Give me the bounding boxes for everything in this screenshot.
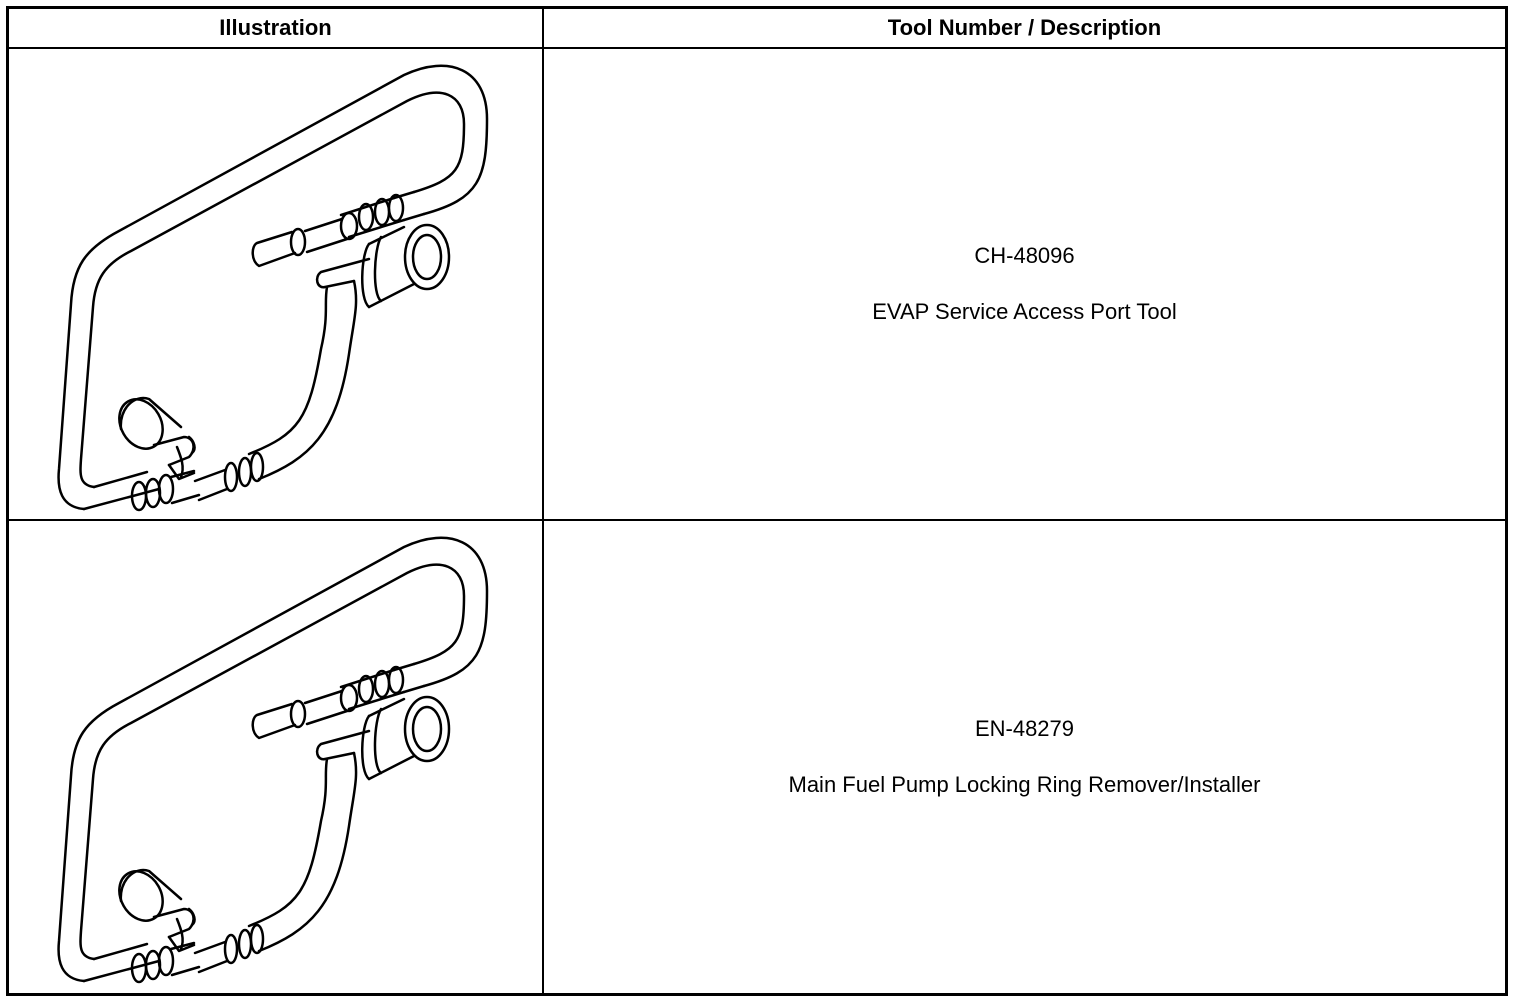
tool-description: Main Fuel Pump Locking Ring Remover/Inst… — [788, 772, 1261, 797]
evap-hose-tool-icon — [57, 64, 489, 512]
fuel-pump-ring-tool-icon — [57, 536, 489, 984]
special-tools-table: Illustration Tool Number / Description C… — [6, 6, 1508, 996]
tool-illustration-2 — [9, 521, 544, 993]
tool-description: EVAP Service Access Port Tool — [872, 299, 1177, 324]
header-tool-description: Tool Number / Description — [544, 9, 1505, 49]
tool-description-cell-1: CH-48096 EVAP Service Access Port Tool — [544, 49, 1505, 521]
header-illustration: Illustration — [9, 9, 544, 49]
tool-number: CH-48096 — [974, 243, 1075, 268]
tool-number: EN-48279 — [974, 716, 1075, 741]
tool-illustration-1 — [9, 49, 544, 521]
tool-description-cell-2: EN-48279 Main Fuel Pump Locking Ring Rem… — [544, 521, 1505, 993]
